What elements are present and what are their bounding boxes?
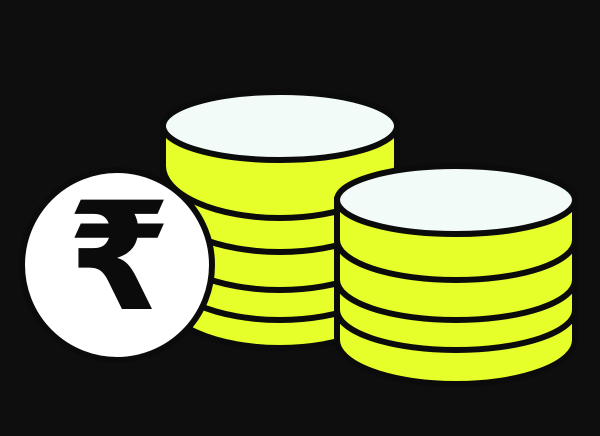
- right-coin-stack-icon: [334, 163, 578, 387]
- rupee-symbol: ₹: [67, 171, 171, 345]
- rupee-badge-circle: [19, 167, 215, 363]
- right-stack-top-face: [334, 163, 578, 237]
- rupee-badge-icon: ₹: [19, 167, 215, 363]
- left-stack-top-face: [160, 89, 400, 163]
- right-stack-body: [334, 197, 578, 387]
- right-stack-line: [334, 239, 578, 283]
- right-stack-line: [334, 279, 578, 323]
- right-stack-line: [334, 309, 578, 353]
